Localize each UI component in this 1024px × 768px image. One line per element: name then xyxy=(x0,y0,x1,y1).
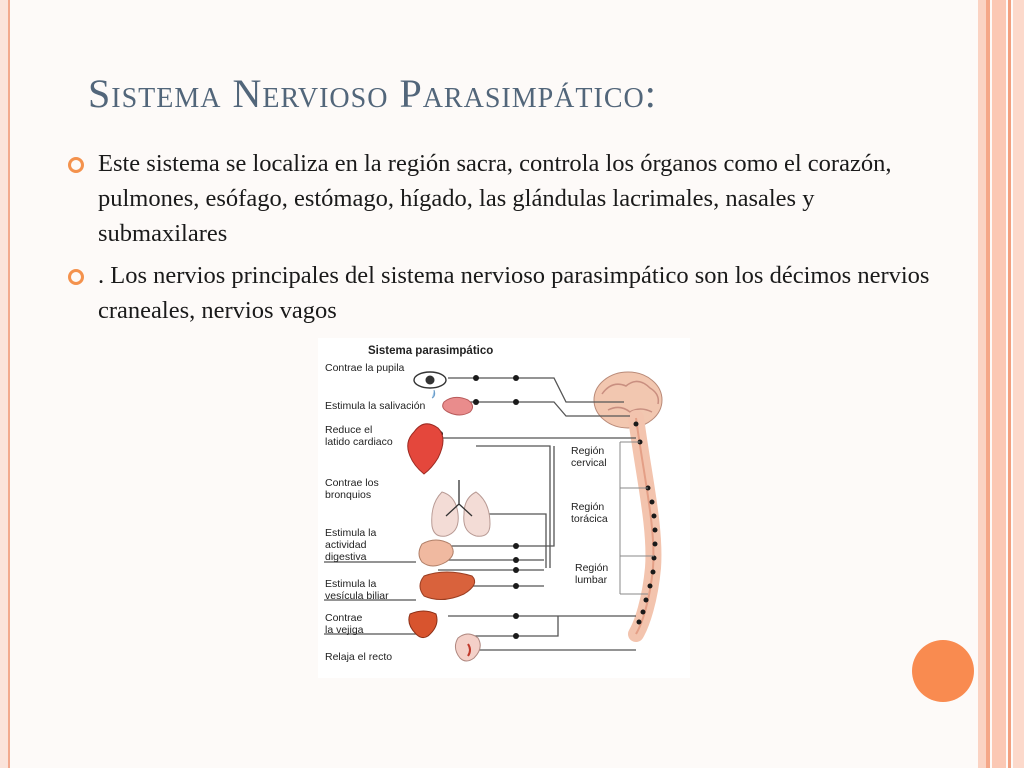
right-stripe-4 xyxy=(1008,0,1011,768)
stomach-icon xyxy=(418,539,454,567)
effect-label-digestion: Estimula la actividad digestiva xyxy=(325,527,377,563)
right-stripe-2 xyxy=(986,0,990,768)
parasympathetic-diagram: Sistema parasimpático Contrae la pupila … xyxy=(318,338,690,678)
liver-icon xyxy=(419,571,476,600)
slide-title: Sistema Nervioso Parasimpático: xyxy=(88,71,657,116)
diagram-title: Sistema parasimpático xyxy=(368,345,494,357)
diagram-artwork xyxy=(324,371,663,662)
bullet-list: Este sistema se localiza en la región sa… xyxy=(68,146,943,335)
rectum-icon xyxy=(454,633,481,662)
brain-icon xyxy=(593,371,663,429)
right-stripe-5 xyxy=(1013,0,1024,768)
effect-label-pupil: Contrae la pupila xyxy=(325,362,405,374)
right-stripe-1 xyxy=(978,0,986,768)
decorative-orange-circle xyxy=(912,640,974,702)
region-label-thoracic: Región torácica xyxy=(571,501,608,525)
effect-label-salivation: Estimula la salivación xyxy=(325,400,426,412)
effect-label-rectum: Relaja el recto xyxy=(325,651,393,663)
right-stripe-3 xyxy=(992,0,1006,768)
effect-label-bronchi: Contrae los bronquios xyxy=(325,477,379,501)
region-label-lumbar: Región lumbar xyxy=(575,562,609,586)
bladder-icon xyxy=(408,610,438,639)
effect-label-gallbladder: Estimula la vesícula biliar xyxy=(325,578,389,602)
bullet-item: . Los nervios principales del sistema ne… xyxy=(68,258,943,328)
bullet-text: . Los nervios principales del sistema ne… xyxy=(98,262,930,324)
spinal-nerve-dots xyxy=(633,421,658,625)
effect-label-heart: Reduce el latido cardiaco xyxy=(325,424,393,448)
salivary-gland-icon xyxy=(442,396,474,416)
region-label-cervical: Región cervical xyxy=(571,445,607,469)
bullet-circle-icon xyxy=(68,157,84,173)
bullet-text: Este sistema se localiza en la región sa… xyxy=(98,150,892,247)
lung-right-icon xyxy=(463,491,491,537)
bullet-circle-icon xyxy=(68,269,84,285)
heart-icon xyxy=(407,423,444,475)
bullet-item: Este sistema se localiza en la región sa… xyxy=(68,146,943,251)
lung-left-icon xyxy=(431,491,459,537)
left-edge-border xyxy=(0,0,10,768)
effect-label-bladder: Contrae la vejiga xyxy=(325,612,364,636)
